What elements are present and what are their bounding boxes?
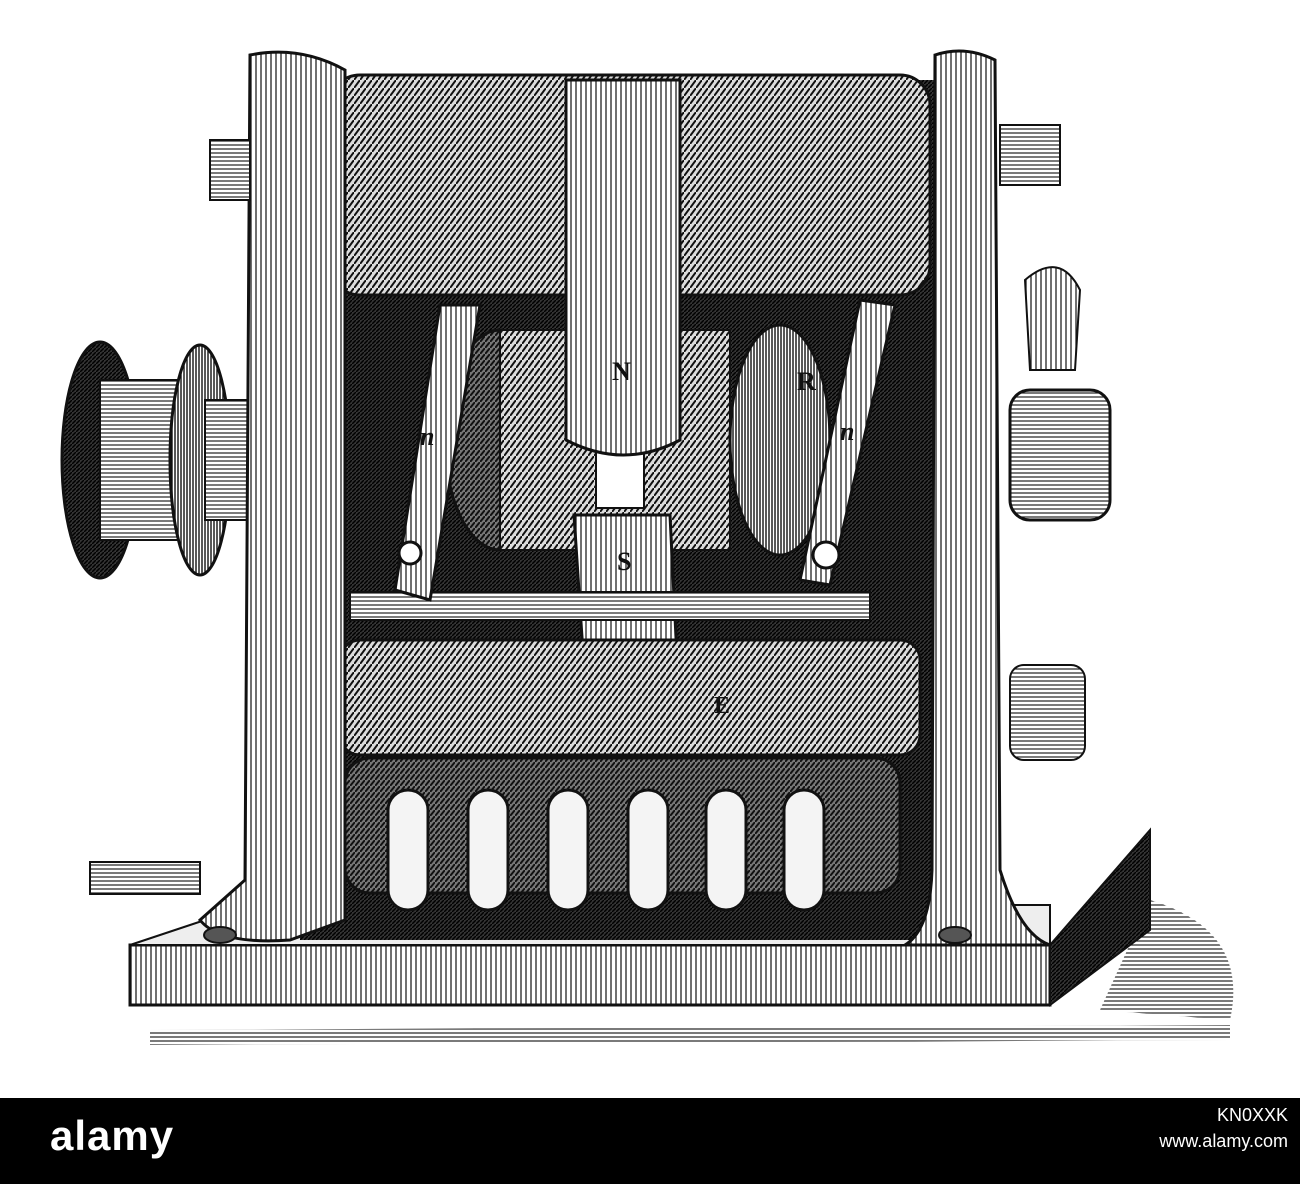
pole-label-north: N [612, 357, 631, 386]
right-frame-standard [899, 49, 1051, 947]
left-frame-standard [197, 50, 347, 944]
site-url: www.alamy.com [1159, 1131, 1288, 1151]
pole-label-south: S [617, 547, 631, 576]
image-id: KN0XXK [1216, 1105, 1288, 1125]
axle-stub [89, 861, 201, 895]
watermark-footer: alamy KN0XXK www.alamy.com [0, 1098, 1300, 1184]
arm-label-n-left: n [420, 422, 434, 451]
drive-pulley [60, 340, 261, 580]
dynamo-engraving: N S R E n n [60, 49, 1234, 1045]
brand-logo: alamy [50, 1112, 175, 1159]
ground-shadow [150, 900, 1234, 1045]
arm-label-n-right: n [840, 417, 854, 446]
right-bearing [999, 124, 1112, 761]
terminal-row [343, 756, 902, 912]
brush-arms [393, 298, 897, 602]
armature [443, 323, 832, 557]
coil-label-e: E [714, 693, 730, 719]
shaft [349, 591, 871, 621]
lower-field-coil [338, 638, 922, 757]
brush-label-r: R [797, 367, 816, 396]
